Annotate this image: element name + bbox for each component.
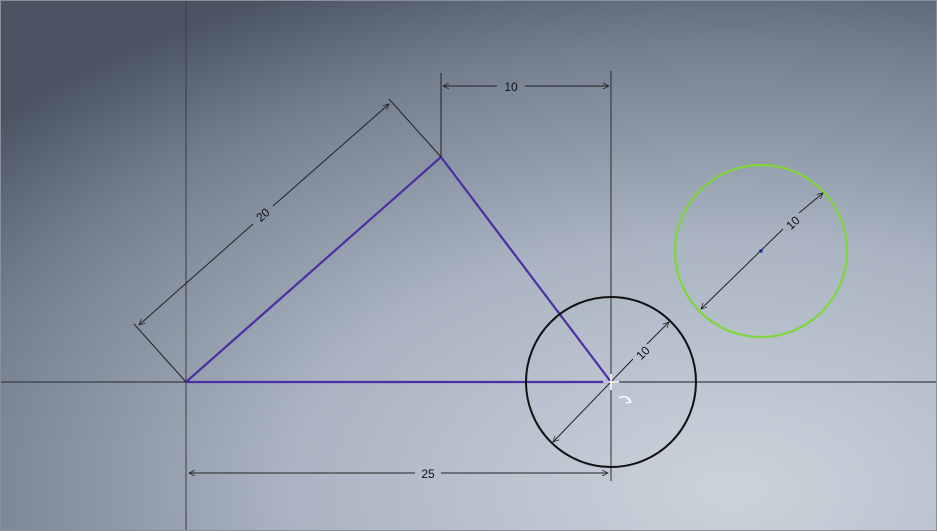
dimension-top-horizontal[interactable]: 10 <box>440 73 609 157</box>
selected-circle[interactable] <box>673 163 849 339</box>
dimension-base-length[interactable]: 25 <box>189 467 608 481</box>
dimension-label-base: 25 <box>421 467 435 481</box>
crosshair-cursor-icon <box>603 374 633 404</box>
sketch-circle[interactable] <box>525 296 697 468</box>
triangle-left-edge[interactable] <box>185 156 442 383</box>
dimension-label-top: 10 <box>504 80 518 94</box>
triangle-right-edge[interactable] <box>440 156 612 383</box>
